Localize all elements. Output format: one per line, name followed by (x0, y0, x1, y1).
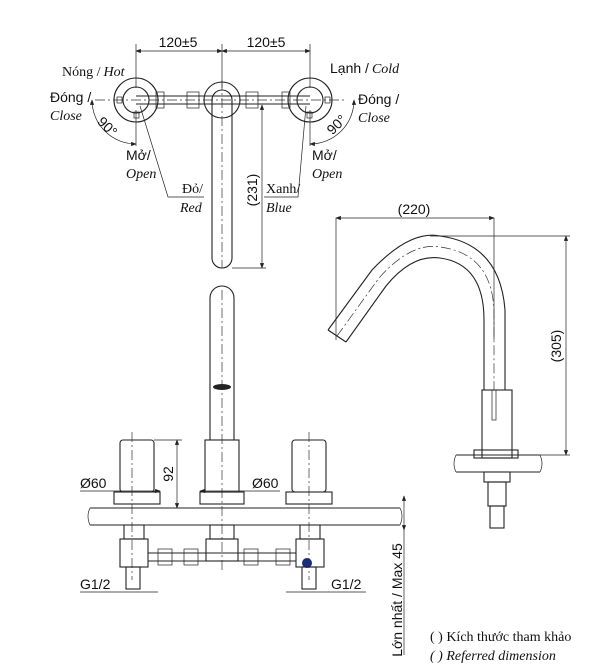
thread-right-label: G1/2 (331, 576, 362, 592)
open-left-vi: Mở/ (126, 147, 151, 163)
open-right-en: Open (312, 167, 342, 182)
thread-left-label: G1/2 (80, 576, 111, 592)
legend: ( ) Kích thước tham khảo ( ) Referred di… (430, 630, 571, 664)
cold-label: Lạnh /Cold (330, 60, 400, 77)
dia-left-label: Ø60 (80, 475, 107, 491)
open-left-en: Open (126, 167, 156, 182)
angle-right-label: 90° (323, 111, 349, 137)
hot-label: Nóng /Hot (62, 65, 126, 80)
spout-top-view (203, 80, 241, 269)
dim-left-label: 120±5 (159, 34, 198, 50)
dim-right-label: 120±5 (247, 34, 286, 50)
dia-right-label: Ø60 (252, 475, 279, 491)
max-thickness-label: Lớn nhất / Max 45 (389, 543, 405, 657)
height-label: (305) (548, 330, 564, 363)
spout-length-label: (231) (244, 174, 260, 207)
blue-label-en: Blue (266, 201, 292, 216)
top-width-dimension: 120±5 120±5 (135, 34, 311, 88)
open-right-vi: Mở/ (312, 147, 337, 163)
close-right-en: Close (358, 111, 390, 126)
close-right-vi: Đóng / (358, 91, 399, 107)
red-label-vi: Đỏ/ (182, 182, 203, 197)
legend-line-vi: ( ) Kích thước tham khảo (430, 630, 571, 645)
red-label-en: Red (179, 201, 203, 216)
side-view: (220) (305) (327, 201, 570, 529)
angle-left-label: 90° (94, 113, 120, 139)
reach-label: (220) (398, 201, 431, 217)
top-view: 120±5 120±5 (50, 34, 400, 269)
handle-height-label: 92 (160, 466, 176, 482)
close-left-en: Close (50, 109, 82, 124)
legend-line-en: ( ) Referred dimension (430, 649, 556, 664)
front-view: Ø60 Ø60 92 G1/2 G1/2 Lớn nhất / Max 45 (80, 285, 407, 657)
blue-label-vi: Xanh/ (266, 182, 300, 197)
close-left-vi: Đóng / (50, 89, 91, 105)
